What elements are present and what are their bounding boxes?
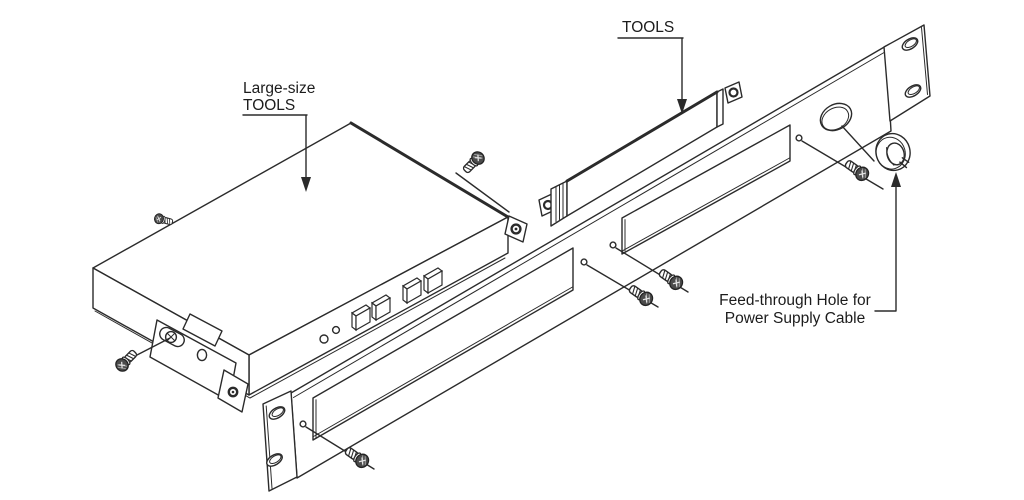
screw-hole-1	[299, 420, 307, 428]
cable-grommet	[875, 132, 911, 172]
screw-icon-bracket	[112, 346, 141, 375]
feedthrough-label-line1: Feed-through Hole for	[719, 292, 871, 309]
screw-icon-mid1	[625, 281, 656, 309]
panel-top-thickness-line	[293, 50, 888, 398]
leader-top-screw	[455, 172, 510, 213]
leader-bracket-screw	[136, 337, 171, 356]
feedthrough-arrowhead	[891, 172, 901, 187]
large-tools-label-line2: TOOLS	[243, 97, 295, 114]
feedthrough-label-line2: Power Supply Cable	[725, 310, 865, 327]
bracket-hole	[196, 348, 208, 362]
device-right-tab	[504, 215, 528, 243]
leader-hole-grommet	[841, 125, 875, 162]
large-tools-leader	[242, 114, 308, 183]
filler-bracket	[538, 81, 743, 227]
panel-cutout-middle	[621, 124, 791, 255]
tools-leader	[617, 37, 684, 105]
filler-right-flange	[716, 88, 724, 128]
front-led-1	[319, 334, 329, 344]
feed-through-hole	[819, 102, 853, 132]
callout-tools: TOOLS	[617, 19, 687, 114]
device-end-top-edge	[349, 121, 510, 219]
bracket-step-tab	[182, 313, 223, 347]
device-bottom-thickness	[94, 257, 506, 399]
screw-icon-top	[459, 148, 488, 177]
rack-front-panel	[262, 24, 931, 492]
screw-hole-2	[580, 258, 588, 266]
panel-cutout-left	[312, 247, 574, 441]
large-tools-label-line1: Large-size	[243, 80, 315, 97]
rear-screw-icon	[152, 212, 175, 228]
front-led-2	[331, 325, 341, 335]
device-unit	[92, 121, 528, 413]
leader-hole4-screw	[801, 140, 884, 190]
callout-large-tools: Large-size TOOLS	[242, 80, 315, 192]
callout-feedthrough: Feed-through Hole for Power Supply Cable	[719, 172, 901, 327]
mounting-ear-left	[262, 390, 298, 492]
side-bracket	[149, 313, 249, 413]
screw-hole-3	[609, 241, 617, 249]
screw-hole-4	[795, 134, 803, 142]
filler-top-edge	[565, 90, 719, 183]
mounting-ear-right	[883, 24, 931, 122]
large-tools-arrowhead	[301, 177, 311, 192]
tools-arrowhead	[677, 99, 687, 114]
feedthrough-leader	[874, 181, 897, 312]
tools-label: TOOLS	[622, 19, 674, 36]
screws	[112, 148, 872, 471]
